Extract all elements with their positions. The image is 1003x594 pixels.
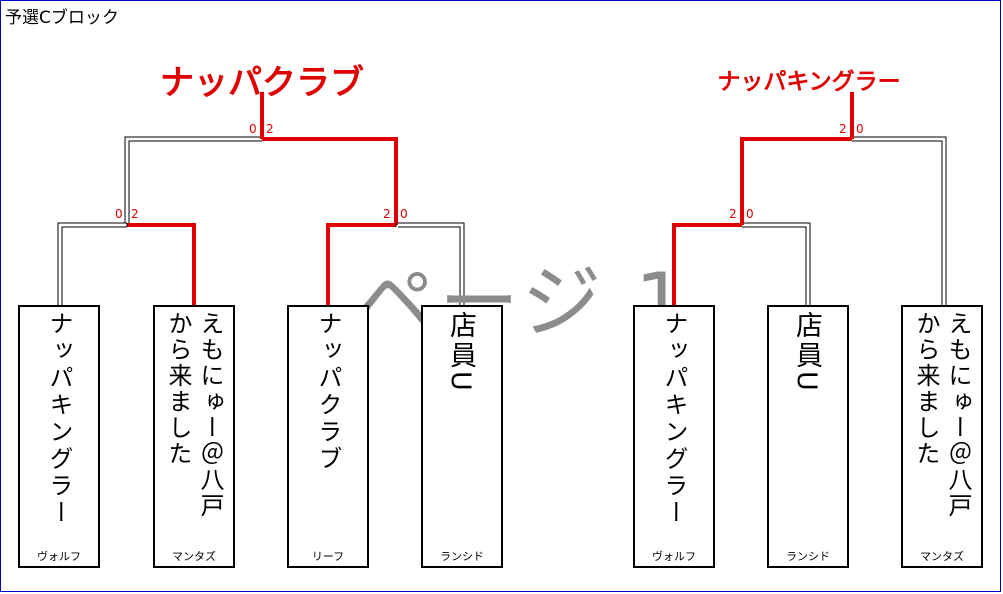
player-name: 店員U xyxy=(445,311,476,394)
semi-score-right1-a: 2 xyxy=(729,207,737,221)
winner-left: ナッパクラブ xyxy=(160,63,364,103)
semi-score-left1-b: 2 xyxy=(131,207,139,221)
player-card: えもにゅー＠八戸から来ました マンタズ xyxy=(153,305,235,568)
player-name: ナッパキングラー xyxy=(660,311,688,527)
win-lines-left xyxy=(127,92,398,305)
winner-right: ナッパキングラー xyxy=(717,69,901,95)
final-score-left-b: 2 xyxy=(266,122,274,136)
semi-score-left2-b: 0 xyxy=(400,207,408,221)
player-name: えもにゅー＠八戸から来ました xyxy=(910,311,974,539)
player-name-col: えもにゅー＠ xyxy=(944,311,972,467)
player-name: 店員U xyxy=(791,311,822,394)
player-card: 店員U ランシド xyxy=(767,305,849,568)
player-name-col: 八戸から来ました xyxy=(164,311,224,519)
player-team: ランシド xyxy=(440,550,484,563)
player-team: マンタズ xyxy=(172,550,216,563)
lose-lines-left xyxy=(57,136,465,305)
player-name-col: 八戸から来ました xyxy=(912,311,972,519)
player-card: えもにゅー＠八戸から来ました マンタズ xyxy=(901,305,983,568)
player-name-col: えもにゅー＠ xyxy=(196,311,224,467)
final-score-right-b: 0 xyxy=(856,122,864,136)
player-card: ナッパキングラー ヴォルフ xyxy=(633,305,715,568)
page-watermark: ページ 1 xyxy=(355,256,690,349)
player-team: ランシド xyxy=(786,550,830,563)
lose-lines-right xyxy=(742,136,947,305)
player-team: ヴォルフ xyxy=(37,550,81,563)
semi-stems-left xyxy=(126,223,397,227)
semi-score-right1-b: 0 xyxy=(746,207,754,221)
player-name: ナッパキングラー xyxy=(45,311,73,527)
final-score-right-a: 2 xyxy=(839,122,847,136)
player-team: リーフ xyxy=(311,550,345,563)
semi-score-left2-a: 2 xyxy=(383,207,391,221)
player-team: ヴォルフ xyxy=(652,550,696,563)
player-name: えもにゅー＠八戸から来ました xyxy=(162,311,226,539)
final-score-left-a: 0 xyxy=(249,122,257,136)
block-title: 予選Cブロック xyxy=(5,8,119,28)
player-team: マンタズ xyxy=(920,550,964,563)
player-card: ナッパクラブ リーフ xyxy=(287,305,369,568)
win-lines-right xyxy=(672,92,854,305)
player-card: 店員U ランシド xyxy=(421,305,503,568)
player-card: ナッパキングラー ヴォルフ xyxy=(18,305,100,568)
player-name: ナッパクラブ xyxy=(314,311,342,473)
semi-score-left1-a: 0 xyxy=(115,207,123,221)
